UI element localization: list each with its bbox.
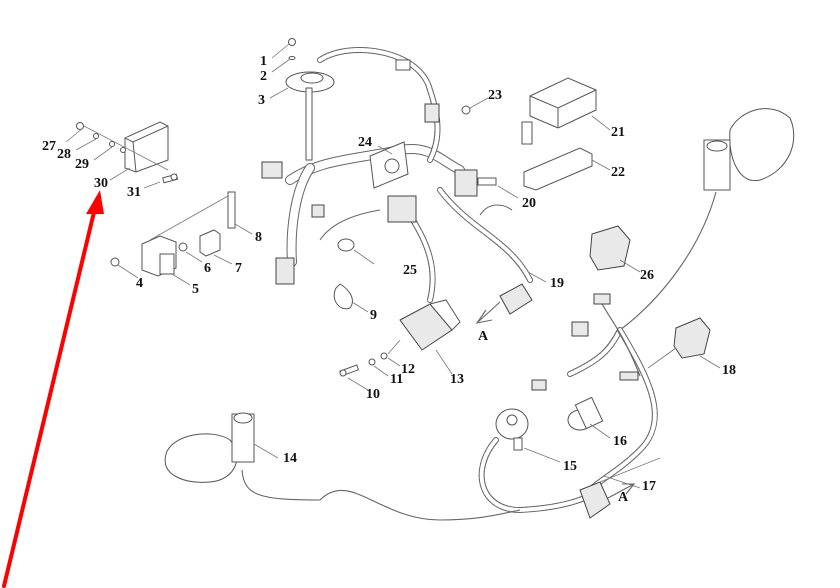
callout-3: 3 xyxy=(258,93,265,108)
part-4-screw xyxy=(110,257,120,267)
part-10-screw xyxy=(339,364,360,377)
callout-5: 5 xyxy=(192,282,199,297)
callout-24: 24 xyxy=(358,135,372,150)
callout-25: 25 xyxy=(403,263,417,278)
connection-label-a-lower: A xyxy=(618,490,629,505)
callout-13: 13 xyxy=(450,372,464,387)
connection-arrow-a-upper xyxy=(475,301,501,324)
part-19-connector xyxy=(499,283,533,315)
part-18-switch xyxy=(673,317,711,359)
part-25-clamp xyxy=(337,238,355,252)
part-31-bolt xyxy=(162,173,179,184)
part-30-module xyxy=(120,121,169,173)
part-3-fuel-sender xyxy=(285,71,335,161)
callout-21: 21 xyxy=(611,125,625,140)
callout-30: 30 xyxy=(94,176,108,191)
callout-27: 27 xyxy=(42,139,56,154)
callout-10: 10 xyxy=(366,387,380,402)
callout-22: 22 xyxy=(611,165,625,180)
callout-23: 23 xyxy=(488,88,502,103)
callout-9: 9 xyxy=(370,308,377,323)
callout-1: 1 xyxy=(260,54,267,69)
part-13-fuse-box xyxy=(399,299,461,351)
callout-11: 11 xyxy=(390,372,404,387)
part-5-relay-switch xyxy=(141,235,177,277)
part-2-washer xyxy=(288,56,296,60)
callout-14: 14 xyxy=(283,451,297,466)
connection-arrow-a-lower xyxy=(607,483,636,499)
part-28-washer xyxy=(93,133,99,139)
right-wiring-harness xyxy=(531,191,717,493)
part-24-grommet xyxy=(369,141,409,189)
callout-31: 31 xyxy=(127,185,141,200)
part-9-strap xyxy=(333,283,353,310)
part-27-nut xyxy=(76,122,84,130)
callout-17: 17 xyxy=(642,479,656,494)
callout-7: 7 xyxy=(235,261,242,276)
part-7-relay xyxy=(199,229,221,257)
part-8-bracket xyxy=(227,191,236,229)
part-26-switch xyxy=(589,225,631,271)
part-17-connector xyxy=(579,481,611,519)
part-29-washer xyxy=(109,141,115,147)
callout-19: 19 xyxy=(550,276,564,291)
callout-4: 4 xyxy=(136,276,143,291)
callout-2: 2 xyxy=(260,69,267,84)
part-14-left-handguard-light xyxy=(164,412,255,483)
callout-15: 15 xyxy=(563,459,577,474)
part-1-screw xyxy=(288,38,296,46)
part-16-key-switch xyxy=(567,396,604,431)
part-12-washer xyxy=(380,352,388,360)
callout-29: 29 xyxy=(75,157,89,172)
callout-26: 26 xyxy=(640,268,654,283)
part-15-ignition-assembly xyxy=(495,408,529,451)
callout-6: 6 xyxy=(204,261,211,276)
callout-8: 8 xyxy=(255,230,262,245)
callout-16: 16 xyxy=(613,434,627,449)
callout-12: 12 xyxy=(401,362,415,377)
connection-label-a-upper: A xyxy=(478,329,489,344)
right-handguard-light xyxy=(703,108,795,191)
highlight-arrow xyxy=(2,190,104,588)
callout-28: 28 xyxy=(57,147,71,162)
callout-18: 18 xyxy=(722,363,736,378)
part-21-control-unit xyxy=(521,77,597,145)
part-6-screw xyxy=(178,242,188,252)
callout-20: 20 xyxy=(522,196,536,211)
part-23-bolt xyxy=(461,105,471,115)
part-11-washer xyxy=(368,358,376,366)
part-22-mounting-bracket xyxy=(523,147,593,191)
